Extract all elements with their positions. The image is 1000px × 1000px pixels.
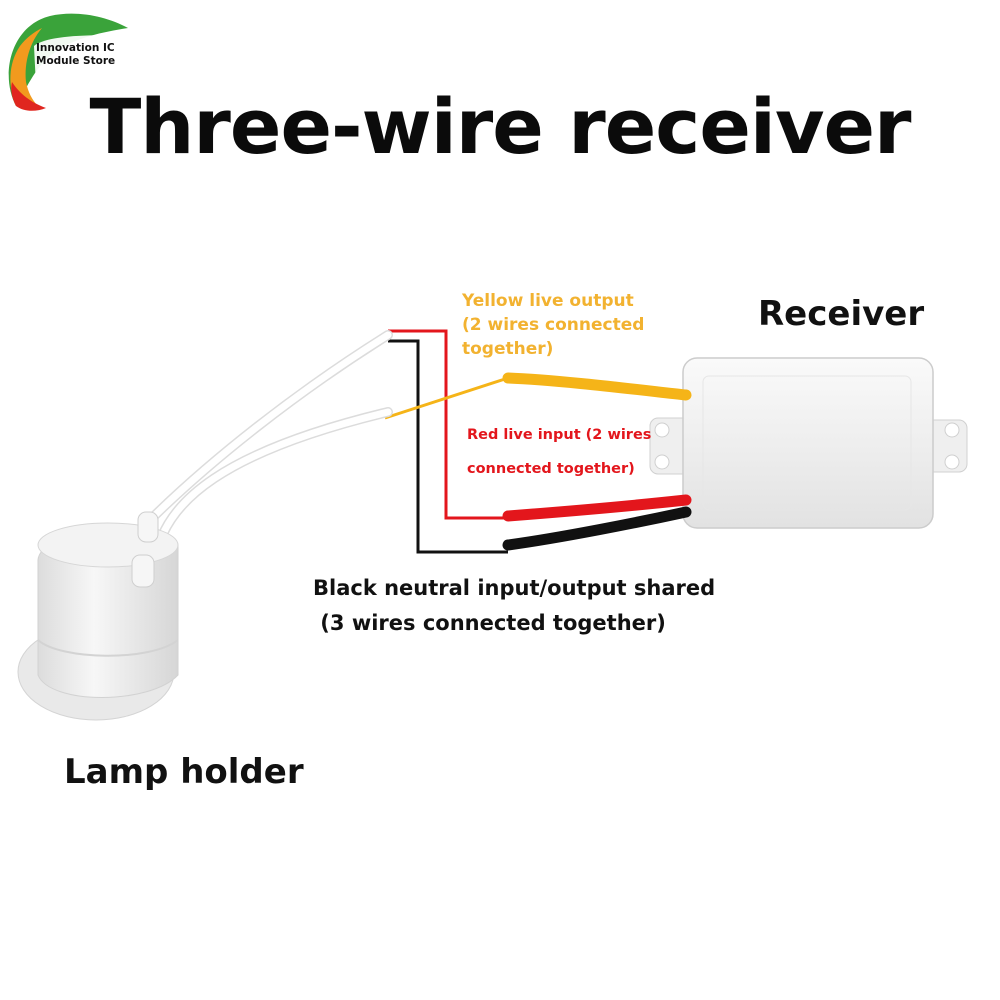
logo-line-1: Innovation IC bbox=[36, 42, 115, 54]
page-title: Three-wire receiver bbox=[89, 82, 911, 171]
yellow-wire bbox=[502, 372, 692, 401]
white-wire bbox=[140, 330, 393, 530]
mount-hole-icon bbox=[944, 422, 960, 438]
black-indicator-line bbox=[388, 339, 508, 554]
leaf-logo-icon bbox=[8, 13, 130, 111]
lamp-holder-label: Lamp holder bbox=[64, 752, 304, 792]
mount-hole-icon bbox=[654, 422, 670, 438]
yellow-label-line-1: Yellow live output bbox=[462, 291, 634, 311]
yellow-indicator-line bbox=[384, 376, 509, 420]
mount-hole-icon bbox=[944, 454, 960, 470]
yellow-wire-label: Yellow live output (2 wires connected to… bbox=[462, 289, 644, 361]
yellow-label-line-3: together) bbox=[462, 339, 554, 359]
receiver-box bbox=[649, 357, 968, 529]
red-indicator-line bbox=[388, 329, 508, 520]
lamp-holder bbox=[17, 511, 179, 721]
mount-hole-icon bbox=[654, 454, 670, 470]
receiver-label: Receiver bbox=[758, 294, 925, 334]
yellow-label-line-2: (2 wires connected bbox=[462, 315, 645, 335]
black-label-line-2: (3 wires connected together) bbox=[313, 611, 666, 635]
black-wire bbox=[502, 506, 692, 551]
black-label-line-1: Black neutral input/output shared bbox=[313, 576, 716, 600]
red-wire-label: Red live input (2 wires connected togeth… bbox=[467, 418, 651, 486]
black-wire-label: Black neutral input/output shared (3 wir… bbox=[313, 571, 715, 641]
logo-line-2: Module Store bbox=[36, 55, 116, 67]
red-wire bbox=[502, 494, 692, 522]
store-logo: Innovation IC Module Store bbox=[6, 6, 136, 116]
red-label-line-2: connected together) bbox=[467, 461, 635, 477]
red-label-line-1: Red live input (2 wires bbox=[467, 427, 652, 443]
